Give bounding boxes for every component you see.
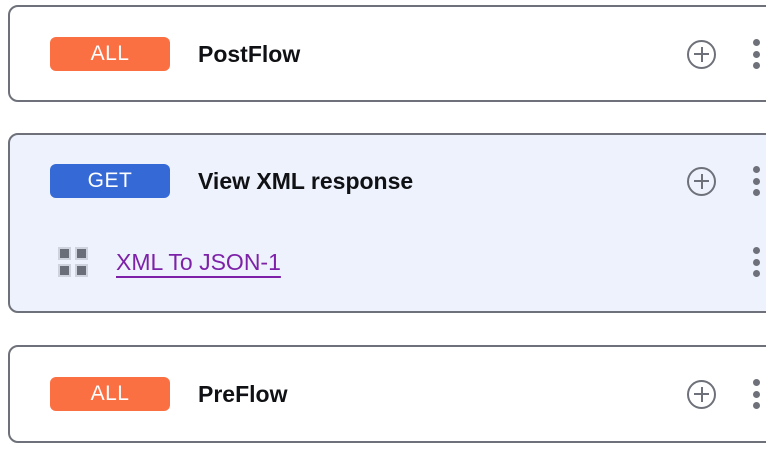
flow-card-preflow[interactable]: ALL PreFlow <box>8 345 766 443</box>
row-actions <box>687 39 766 69</box>
kebab-menu-icon[interactable] <box>744 247 766 277</box>
policy-row[interactable]: XML To JSON-1 <box>10 231 766 293</box>
method-badge: ALL <box>50 37 170 71</box>
row-actions <box>716 247 766 277</box>
flow-card-view-xml-response[interactable]: GET View XML response XML To JSON-1 <box>8 133 766 313</box>
flow-row[interactable]: ALL PostFlow <box>10 22 766 86</box>
row-actions <box>687 379 766 409</box>
flow-row[interactable]: ALL PreFlow <box>10 362 766 426</box>
plus-circle-icon[interactable] <box>687 379 716 409</box>
flow-title: PreFlow <box>198 380 288 407</box>
plus-circle-icon[interactable] <box>687 39 716 69</box>
flow-row[interactable]: GET View XML response <box>10 149 766 213</box>
kebab-menu-icon[interactable] <box>744 379 766 409</box>
method-badge: ALL <box>50 377 170 411</box>
flow-title: PostFlow <box>198 40 301 67</box>
policy-grid-icon <box>58 247 88 277</box>
flow-card-postflow[interactable]: ALL PostFlow <box>8 5 766 102</box>
method-badge: GET <box>50 164 170 198</box>
row-actions <box>687 166 766 196</box>
plus-circle-icon[interactable] <box>687 166 716 196</box>
flow-title: View XML response <box>198 167 414 194</box>
policy-link[interactable]: XML To JSON-1 <box>116 248 281 275</box>
kebab-menu-icon[interactable] <box>744 166 766 196</box>
kebab-menu-icon[interactable] <box>744 39 766 69</box>
